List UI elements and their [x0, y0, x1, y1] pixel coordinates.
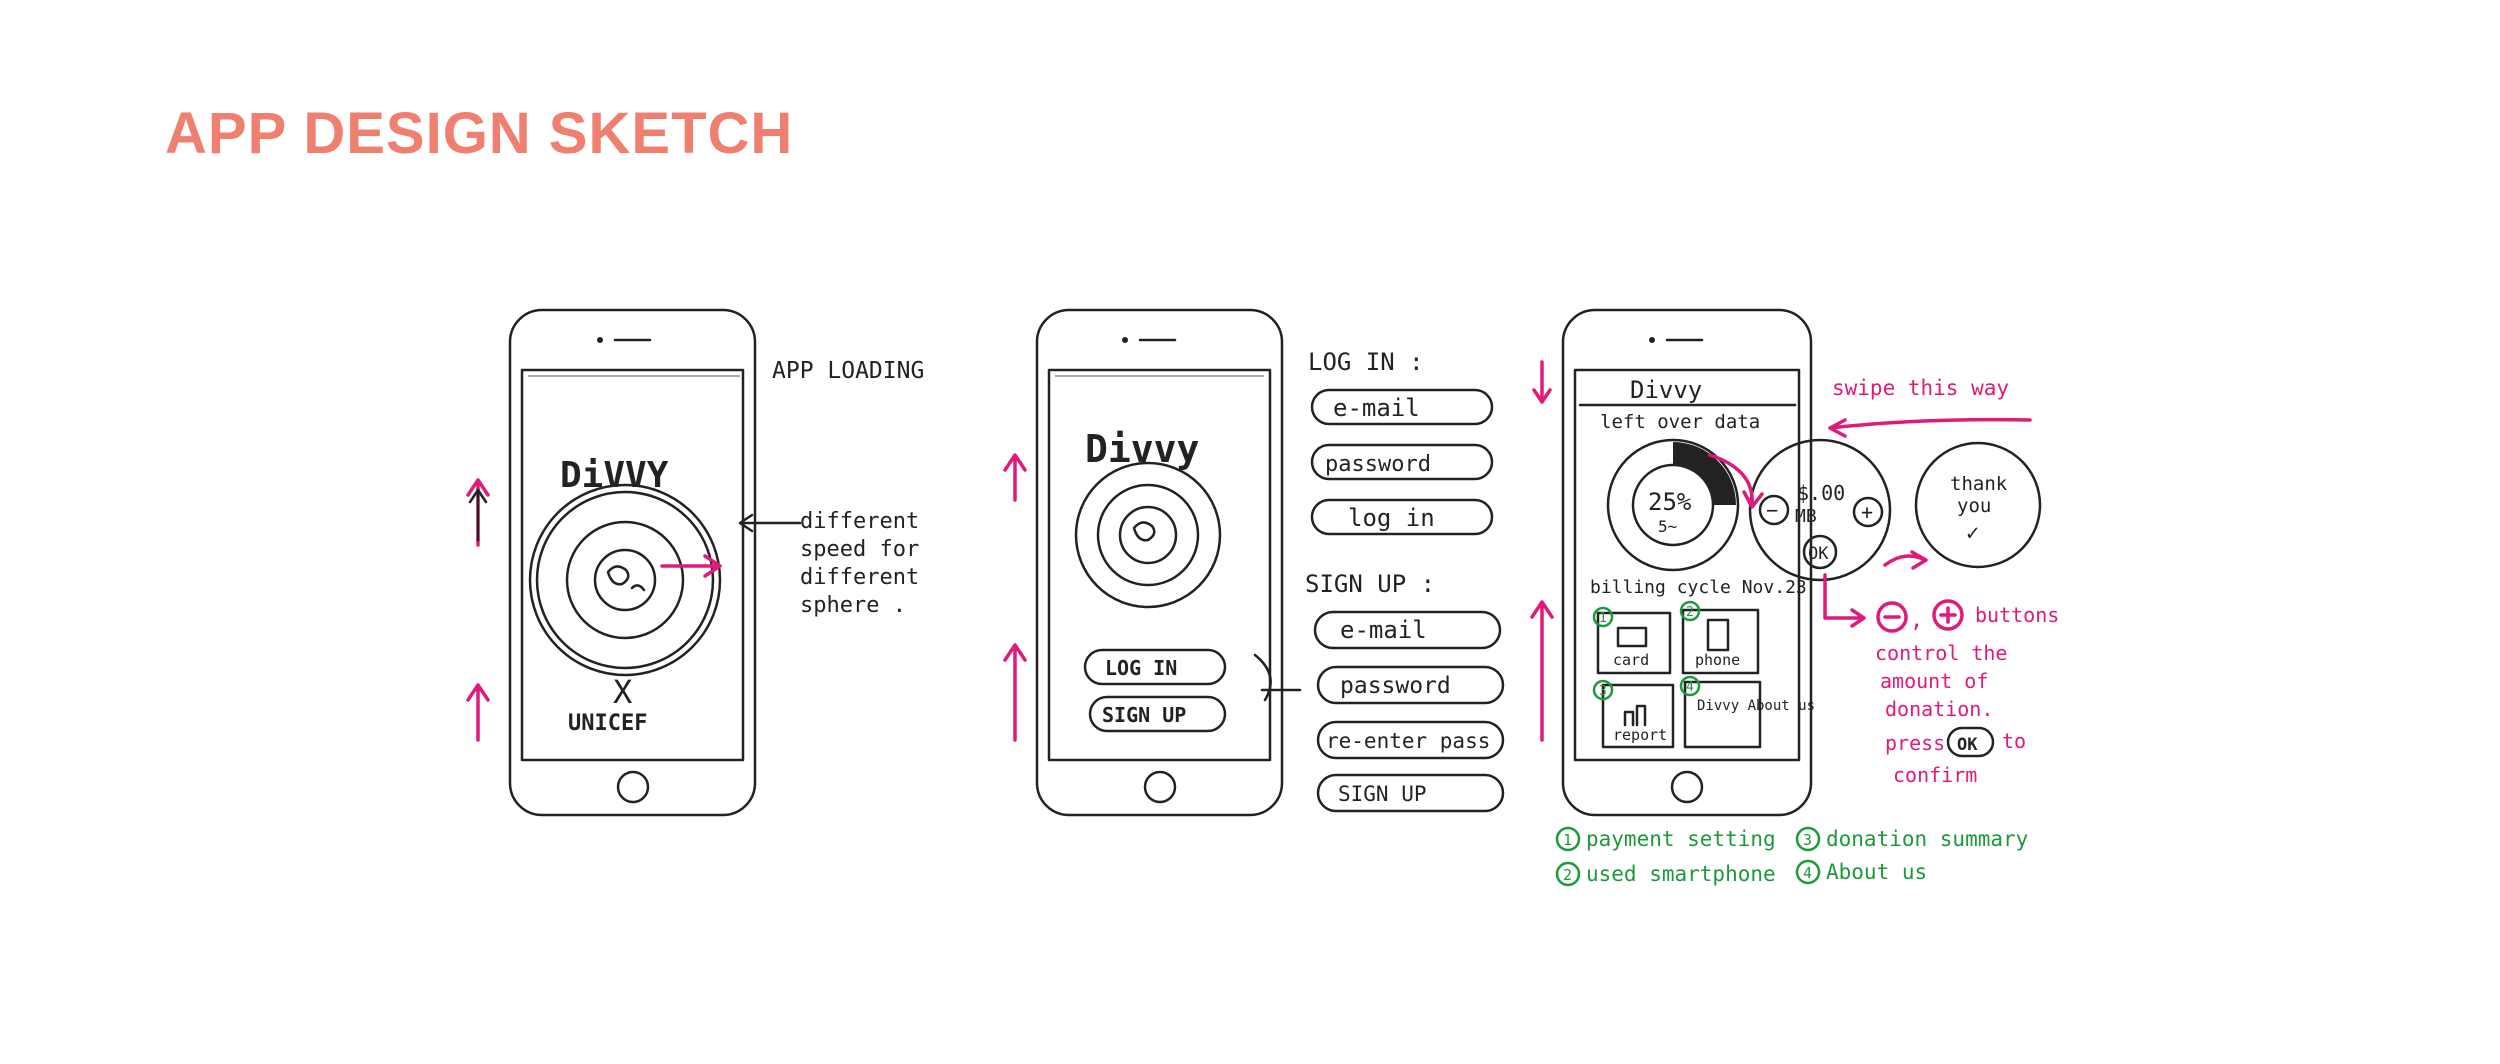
- phone-3-app-title: Divvy: [1630, 376, 1702, 404]
- scroll-up-arrow-5-icon: [1532, 602, 1552, 740]
- data-percent-sub: 5~: [1658, 517, 1677, 536]
- tile-2-num: 2: [1686, 605, 1694, 620]
- note-comma: ,: [1910, 608, 1923, 633]
- phone-2-welcome: Divvy LOG IN SIGN UP: [1037, 310, 1282, 815]
- control-note-line-1: control the: [1875, 641, 2007, 665]
- phone-2-camera-icon: [1122, 337, 1128, 343]
- swipe-arrow-icon: [1830, 420, 2030, 436]
- note-arrow-icon: [740, 515, 800, 531]
- scroll-down-arrow-icon: [1534, 362, 1550, 402]
- note-plus-bars: [1941, 608, 1955, 622]
- thank-you-line-2: you: [1957, 495, 1991, 517]
- signup-button-label: SIGN UP: [1102, 703, 1186, 727]
- donation-unit: MB: [1795, 506, 1817, 527]
- legend-3-text: donation summary: [1826, 827, 2028, 851]
- press-note-text: press: [1885, 731, 1945, 755]
- login-password-label: password: [1325, 452, 1431, 477]
- signup-reenter-label: re-enter pass: [1326, 729, 1490, 753]
- press-ok-label: OK: [1957, 735, 1978, 755]
- signup-form: SIGN UP : e-mail password re-enter pass …: [1305, 570, 1503, 811]
- control-note-line-2: amount of: [1880, 669, 1988, 693]
- legend-1-num: 1: [1563, 831, 1572, 849]
- scroll-up-arrow-2-icon: [468, 685, 488, 740]
- buttons-note: , buttons control the amount of donation…: [1875, 601, 2059, 787]
- donation-amount: $.00: [1797, 481, 1845, 505]
- signup-email-label: e-mail: [1340, 616, 1427, 644]
- thank-you-screen: thank you ✓: [1916, 443, 2040, 567]
- scroll-up-arrow-1-outline-icon: [470, 490, 486, 540]
- legend-1-text: payment setting: [1586, 827, 1776, 851]
- checkmark-icon: ✓: [1966, 521, 1979, 546]
- tile-1-num: 1: [1599, 611, 1607, 626]
- legend-4-text: About us: [1826, 860, 1927, 884]
- phone-1-cross: X: [613, 673, 632, 711]
- tile-3-label: report: [1613, 726, 1667, 744]
- legend-3-num: 3: [1803, 831, 1812, 849]
- phone-1-loading: DiVVY X UNICEF: [510, 310, 755, 815]
- tile-3-num: 3: [1599, 684, 1607, 699]
- data-percent: 25%: [1648, 488, 1692, 516]
- plus-button-label: +: [1861, 500, 1873, 524]
- speed-note-line-2: speed for: [800, 537, 919, 562]
- tile-4-label: Divvy About us: [1697, 698, 1815, 714]
- legend-2-text: used smartphone: [1586, 862, 1776, 886]
- signup-heading: SIGN UP :: [1305, 570, 1435, 598]
- legend-4-num: 4: [1803, 864, 1812, 882]
- confirm-note-text: confirm: [1893, 763, 1977, 787]
- ok-button-label: OK: [1808, 544, 1829, 564]
- app-loading-annotation: APP LOADING: [772, 358, 924, 384]
- tile-2-label: phone: [1695, 651, 1740, 669]
- login-form: LOG IN : e-mail password log in: [1308, 348, 1492, 534]
- minus-button-label: −: [1766, 498, 1778, 522]
- buttons-note-arrow-icon: [1825, 575, 1864, 626]
- phone-3-dashboard: Divvy left over data 25% 5~ billing cycl…: [1563, 310, 1815, 815]
- scroll-up-arrow-4-icon: [1005, 645, 1025, 740]
- buttons-note-text: buttons: [1975, 603, 2059, 627]
- swipe-annotation: swipe this way: [1832, 376, 2009, 400]
- login-heading: LOG IN :: [1308, 348, 1424, 376]
- leftover-data-label: left over data: [1600, 411, 1760, 433]
- tile-1-label: card: [1613, 651, 1649, 669]
- phone-1-partner: UNICEF: [568, 711, 647, 736]
- speed-note: different speed for different sphere .: [800, 509, 919, 618]
- signup-submit-label: SIGN UP: [1338, 782, 1427, 806]
- login-button-label: LOG IN: [1105, 656, 1177, 680]
- tile-4-num: 4: [1686, 680, 1694, 695]
- login-email-label: e-mail: [1333, 394, 1420, 422]
- scroll-up-arrow-3-icon: [1005, 455, 1025, 500]
- legend-2-num: 2: [1563, 866, 1572, 884]
- speed-note-line-4: sphere .: [800, 593, 906, 618]
- speed-note-line-3: different: [800, 565, 919, 590]
- donation-amount-widget: $.00 MB − + OK: [1750, 440, 1890, 580]
- ok-to-thanks-arrow-icon: [1885, 552, 1926, 568]
- speed-note-line-1: different: [800, 509, 919, 534]
- phone-2-body: [1037, 310, 1282, 815]
- login-submit-label: log in: [1348, 504, 1435, 532]
- legend: 1 payment setting 2 used smartphone 3 do…: [1557, 827, 2028, 886]
- press-to-text: to: [2002, 729, 2026, 753]
- phone-3-camera-icon: [1649, 337, 1655, 343]
- phone-1-camera-icon: [597, 337, 603, 343]
- billing-cycle-label: billing cycle Nov.23: [1590, 577, 1807, 598]
- thank-you-line-1: thank: [1950, 473, 2008, 495]
- control-note-line-3: donation.: [1885, 697, 1993, 721]
- signup-password-label: password: [1340, 673, 1451, 699]
